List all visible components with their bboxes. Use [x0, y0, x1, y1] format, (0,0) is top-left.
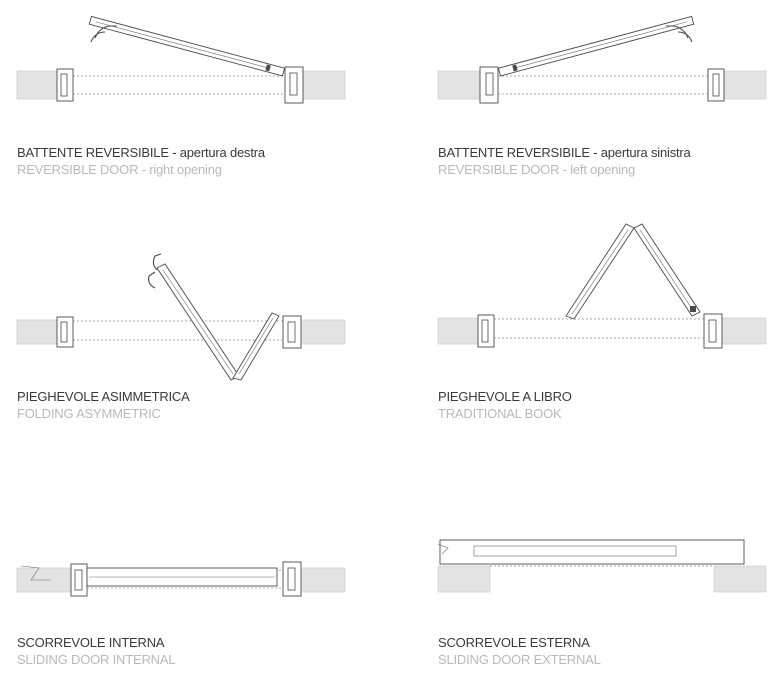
door-type-sliding-external: SCORREVOLE ESTERNA SLIDING DOOR EXTERNAL [437, 530, 778, 680]
door-type-sliding-internal: SCORREVOLE INTERNA SLIDING DOOR INTERNAL [16, 540, 357, 680]
wall-left [437, 565, 491, 593]
label-it: BATTENTE REVERSIBILE - apertura sinistra [438, 145, 691, 160]
sliding-internal-drawing [16, 561, 346, 597]
label-en: SLIDING DOOR EXTERNAL [438, 652, 601, 667]
door-leaf-short [232, 312, 280, 381]
wall-right [296, 70, 346, 100]
label-it: PIEGHEVOLE ASIMMETRICA [17, 389, 190, 404]
door-type-reversible-left: BATTENTE REVERSIBILE - apertura sinistra… [437, 10, 778, 180]
wall-right [296, 567, 346, 593]
wall-right [717, 317, 767, 345]
folding-asymmetric-drawing [16, 253, 346, 381]
sliding-external-drawing [437, 539, 767, 593]
wall-right [296, 319, 346, 345]
label-en: SLIDING DOOR INTERNAL [17, 652, 176, 667]
wall-right [713, 565, 767, 593]
reversible-left-drawing [437, 15, 767, 104]
reversible-right-drawing [16, 15, 346, 104]
door-leaf [88, 15, 286, 77]
wall-right [717, 70, 767, 100]
label-en: FOLDING ASYMMETRIC [17, 406, 161, 421]
label-it: PIEGHEVOLE A LIBRO [438, 389, 572, 404]
label-it: BATTENTE REVERSIBILE - apertura destra [17, 145, 265, 160]
label-en: REVERSIBLE DOOR - right opening [17, 162, 222, 177]
label-it: SCORREVOLE ESTERNA [438, 635, 590, 650]
door-type-folding-book: PIEGHEVOLE A LIBRO TRADITIONAL BOOK [437, 220, 778, 430]
sliding-leaf [439, 539, 745, 565]
door-leaf-long [156, 263, 240, 381]
handle-icon [94, 25, 117, 39]
sliding-leaf [86, 567, 278, 587]
label-en: TRADITIONAL BOOK [438, 406, 562, 421]
door-leaf [497, 15, 695, 77]
label-en: REVERSIBLE DOOR - left opening [438, 162, 636, 177]
door-type-folding-asymmetric: PIEGHEVOLE ASIMMETRICA FOLDING ASYMMETRI… [16, 250, 357, 430]
door-leaf-left [565, 223, 635, 320]
handle-icon [666, 25, 689, 39]
door-type-reversible-right: BATTENTE REVERSIBILE - apertura destra R… [16, 10, 357, 180]
label-it: SCORREVOLE INTERNA [17, 635, 165, 650]
handle-icon [152, 253, 162, 271]
door-leaf-right [633, 223, 701, 317]
folding-book-drawing [437, 223, 767, 349]
